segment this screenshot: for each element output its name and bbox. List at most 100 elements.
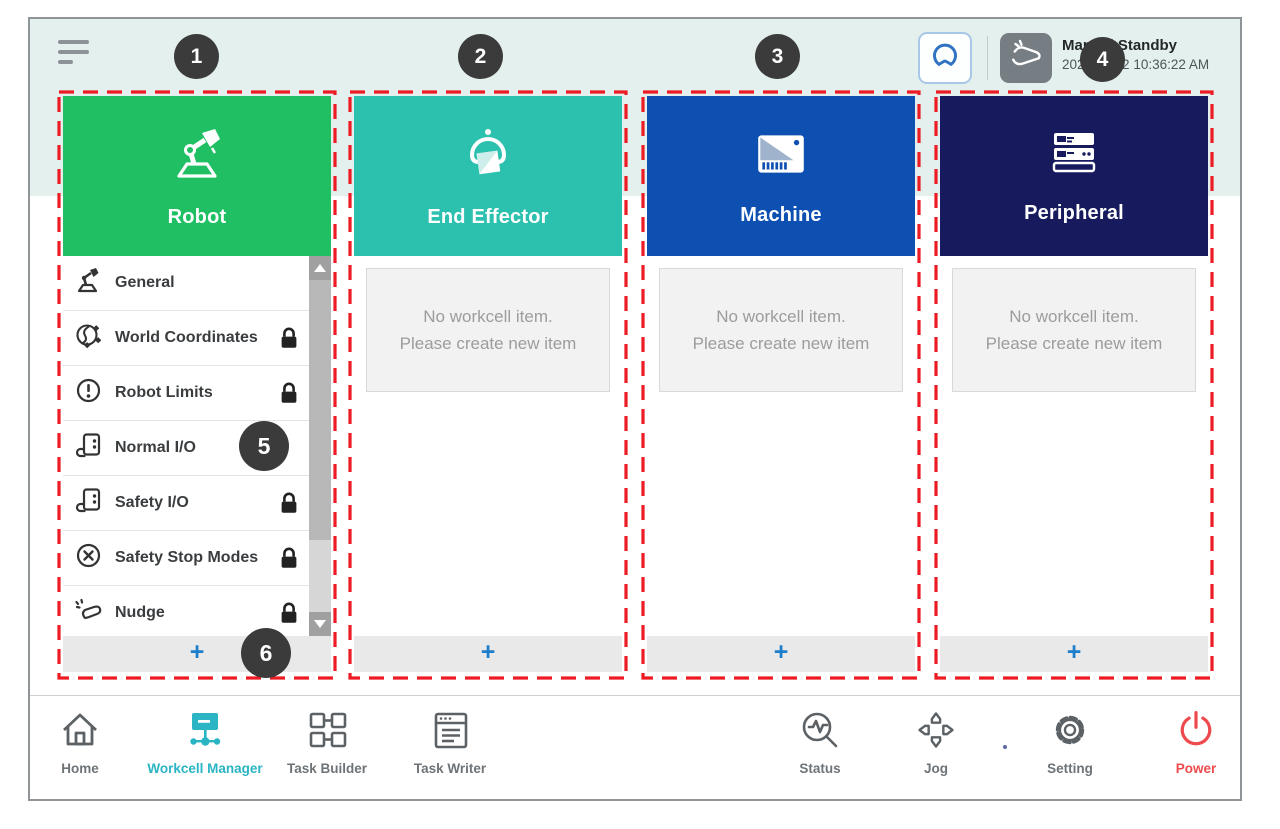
column-title: Peripheral [1024,202,1124,224]
nudge-icon [75,597,102,629]
hamburger-menu-icon[interactable] [58,40,92,66]
lock-icon [277,326,301,356]
menu-item-general[interactable]: General [63,256,331,311]
column-title: Machine [740,204,822,226]
io-icon [75,487,102,519]
callout-5: 5 [239,421,289,471]
callout-dashed-border [57,90,337,680]
arrow-down-icon [314,620,326,628]
menu-item-normal-io[interactable]: Normal I/O [63,421,331,476]
topbar-divider [987,36,988,80]
io-icon [75,432,102,464]
callout-dashed-border [348,90,628,680]
add-peripheral-item-button[interactable]: + [940,636,1208,672]
column-title: End Effector [427,206,549,228]
menu-item-world-coordinates[interactable]: World Coordinates [63,311,331,366]
nav-label: Jog [923,761,948,776]
peripheral-header-card[interactable]: Peripheral [940,96,1208,256]
nav-jog[interactable]: Jog [881,708,991,776]
nav-label: Task Writer [413,761,487,776]
machine-body: No workcell item. Please create new item [647,256,915,636]
empty-state-line2: Please create new item [692,333,870,353]
empty-state-line1: No workcell item. [716,306,846,326]
world-coordinates-icon [75,322,102,354]
menu-item-label: Normal I/O [115,439,196,456]
empty-state-line1: No workcell item. [423,306,553,326]
robot-header-card[interactable]: Robot [63,96,331,256]
nav-status[interactable]: Status [765,708,875,776]
jog-icon [914,712,958,756]
nav-task-writer[interactable]: Task Writer [395,708,505,776]
callout-1: 1 [174,34,219,79]
scroll-up-button[interactable] [309,256,331,280]
stop-modes-icon [75,542,102,574]
nav-label: Status [799,761,841,776]
nav-power[interactable]: Power [1148,708,1244,776]
callout-4: 4 [1080,37,1125,82]
end-effector-header-card[interactable]: End Effector [354,96,622,256]
peripheral-column: Peripheral No workcell item. Please crea… [934,90,1214,680]
gripper-icon [927,38,963,79]
scrollbar[interactable] [309,256,331,636]
end-effector-body: No workcell item. Please create new item [354,256,622,636]
nav-label: Workcell Manager [147,761,263,776]
empty-state-line1: No workcell item. [1009,306,1139,326]
empty-state-box: No workcell item. Please create new item [952,268,1196,392]
menu-item-label: Nudge [115,604,165,621]
scrollbar-thumb[interactable] [309,280,331,540]
callout-3: 3 [755,34,800,79]
callout-6: 6 [241,628,291,678]
power-icon [1174,710,1218,756]
empty-state-box: No workcell item. Please create new item [366,268,610,392]
setting-icon [1048,715,1092,756]
peripheral-body: No workcell item. Please create new item [940,256,1208,636]
dot [1003,745,1007,749]
menu-item-label: World Coordinates [115,329,258,346]
nav-label: Setting [1047,761,1093,776]
end-effector-icon [458,123,518,190]
task-writer-icon [428,712,472,756]
scroll-down-button[interactable] [309,612,331,636]
lock-icon [277,381,301,411]
bottom-nav: Home Workcell Manager [30,695,1240,799]
menu-item-nudge[interactable]: Nudge [63,586,331,636]
task-builder-icon [305,712,349,756]
column-title: Robot [167,206,227,228]
menu-item-label: General [115,274,175,291]
lock-icon [277,601,301,631]
hand-guiding-button[interactable] [1000,33,1052,83]
add-machine-item-button[interactable]: + [647,636,915,672]
workcell-manager-icon [183,713,227,756]
callout-dashed-border [641,90,921,680]
menu-item-label: Safety I/O [115,494,189,511]
menu-item-label: Robot Limits [115,384,213,401]
callout-2: 2 [458,34,503,79]
arrow-up-icon [314,264,326,272]
lock-icon [277,546,301,576]
robot-limits-icon [75,377,102,409]
nav-home[interactable]: Home [25,708,135,776]
nav-label: Home [61,761,99,776]
lock-icon [277,491,301,521]
peripheral-icon [1046,127,1102,186]
machine-icon [752,125,810,188]
nav-label: Task Builder [286,761,368,776]
menu-item-safety-io[interactable]: Safety I/O [63,476,331,531]
robot-arm-icon [166,123,228,190]
robot-gripper-button[interactable] [918,32,972,84]
machine-header-card[interactable]: Machine [647,96,915,256]
nav-workcell-manager[interactable]: Workcell Manager [130,708,280,776]
robot-column: Robot General [57,90,337,680]
status-icon [798,712,842,756]
robot-icon [75,267,102,299]
empty-state-line2: Please create new item [985,333,1163,353]
empty-state-line2: Please create new item [399,333,577,353]
nav-task-builder[interactable]: Task Builder [272,708,382,776]
machine-column: Machine No workcell item. Please create … [641,90,921,680]
robot-menu-list: General Wo [63,256,331,636]
menu-item-safety-stop-modes[interactable]: Safety Stop Modes [63,531,331,586]
nav-label: Power [1175,761,1217,776]
menu-item-robot-limits[interactable]: Robot Limits [63,366,331,421]
nav-setting[interactable]: Setting [1015,708,1125,776]
add-end-effector-item-button[interactable]: + [354,636,622,672]
